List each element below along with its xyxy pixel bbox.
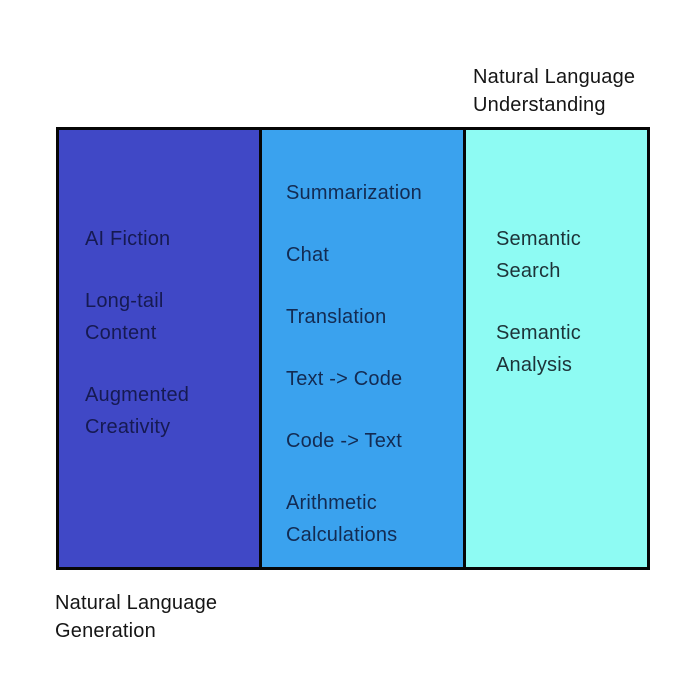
capability-item-semantic-analysis: Semantic Analysis bbox=[496, 322, 581, 376]
label-line: Natural Language bbox=[55, 592, 218, 614]
capability-item-code-to-text: Code -> Text bbox=[286, 430, 402, 452]
capability-item-long-tail-content: Long-tail Content bbox=[85, 290, 164, 344]
label-natural-language-understanding: Natural Language Understanding bbox=[473, 63, 635, 119]
column-middle-capabilities: Summarization Chat Translation Text -> C… bbox=[262, 130, 466, 567]
capability-item-translation: Translation bbox=[286, 306, 387, 328]
capability-item-augmented-creativity: Augmented Creativity bbox=[85, 384, 190, 438]
label-line: Natural Language bbox=[473, 66, 636, 88]
capability-item-summarization: Summarization bbox=[286, 182, 422, 204]
column-natural-language-generation: AI Fiction Long-tail Content Augmented C… bbox=[59, 130, 262, 567]
capability-item-arithmetic-calculations: Arithmetic Calculations bbox=[286, 492, 398, 546]
capability-columns-diagram: AI Fiction Long-tail Content Augmented C… bbox=[56, 127, 650, 570]
capability-item-text-to-code: Text -> Code bbox=[286, 368, 403, 390]
label-natural-language-generation: Natural Language Generation bbox=[55, 589, 217, 645]
column-natural-language-understanding: Semantic Search Semantic Analysis bbox=[466, 130, 647, 567]
label-line: Generation bbox=[55, 620, 156, 642]
capability-item-semantic-search: Semantic Search bbox=[496, 228, 581, 282]
capability-item-ai-fiction: AI Fiction bbox=[85, 228, 171, 250]
capability-item-chat: Chat bbox=[286, 244, 330, 266]
label-line: Understanding bbox=[473, 94, 606, 116]
